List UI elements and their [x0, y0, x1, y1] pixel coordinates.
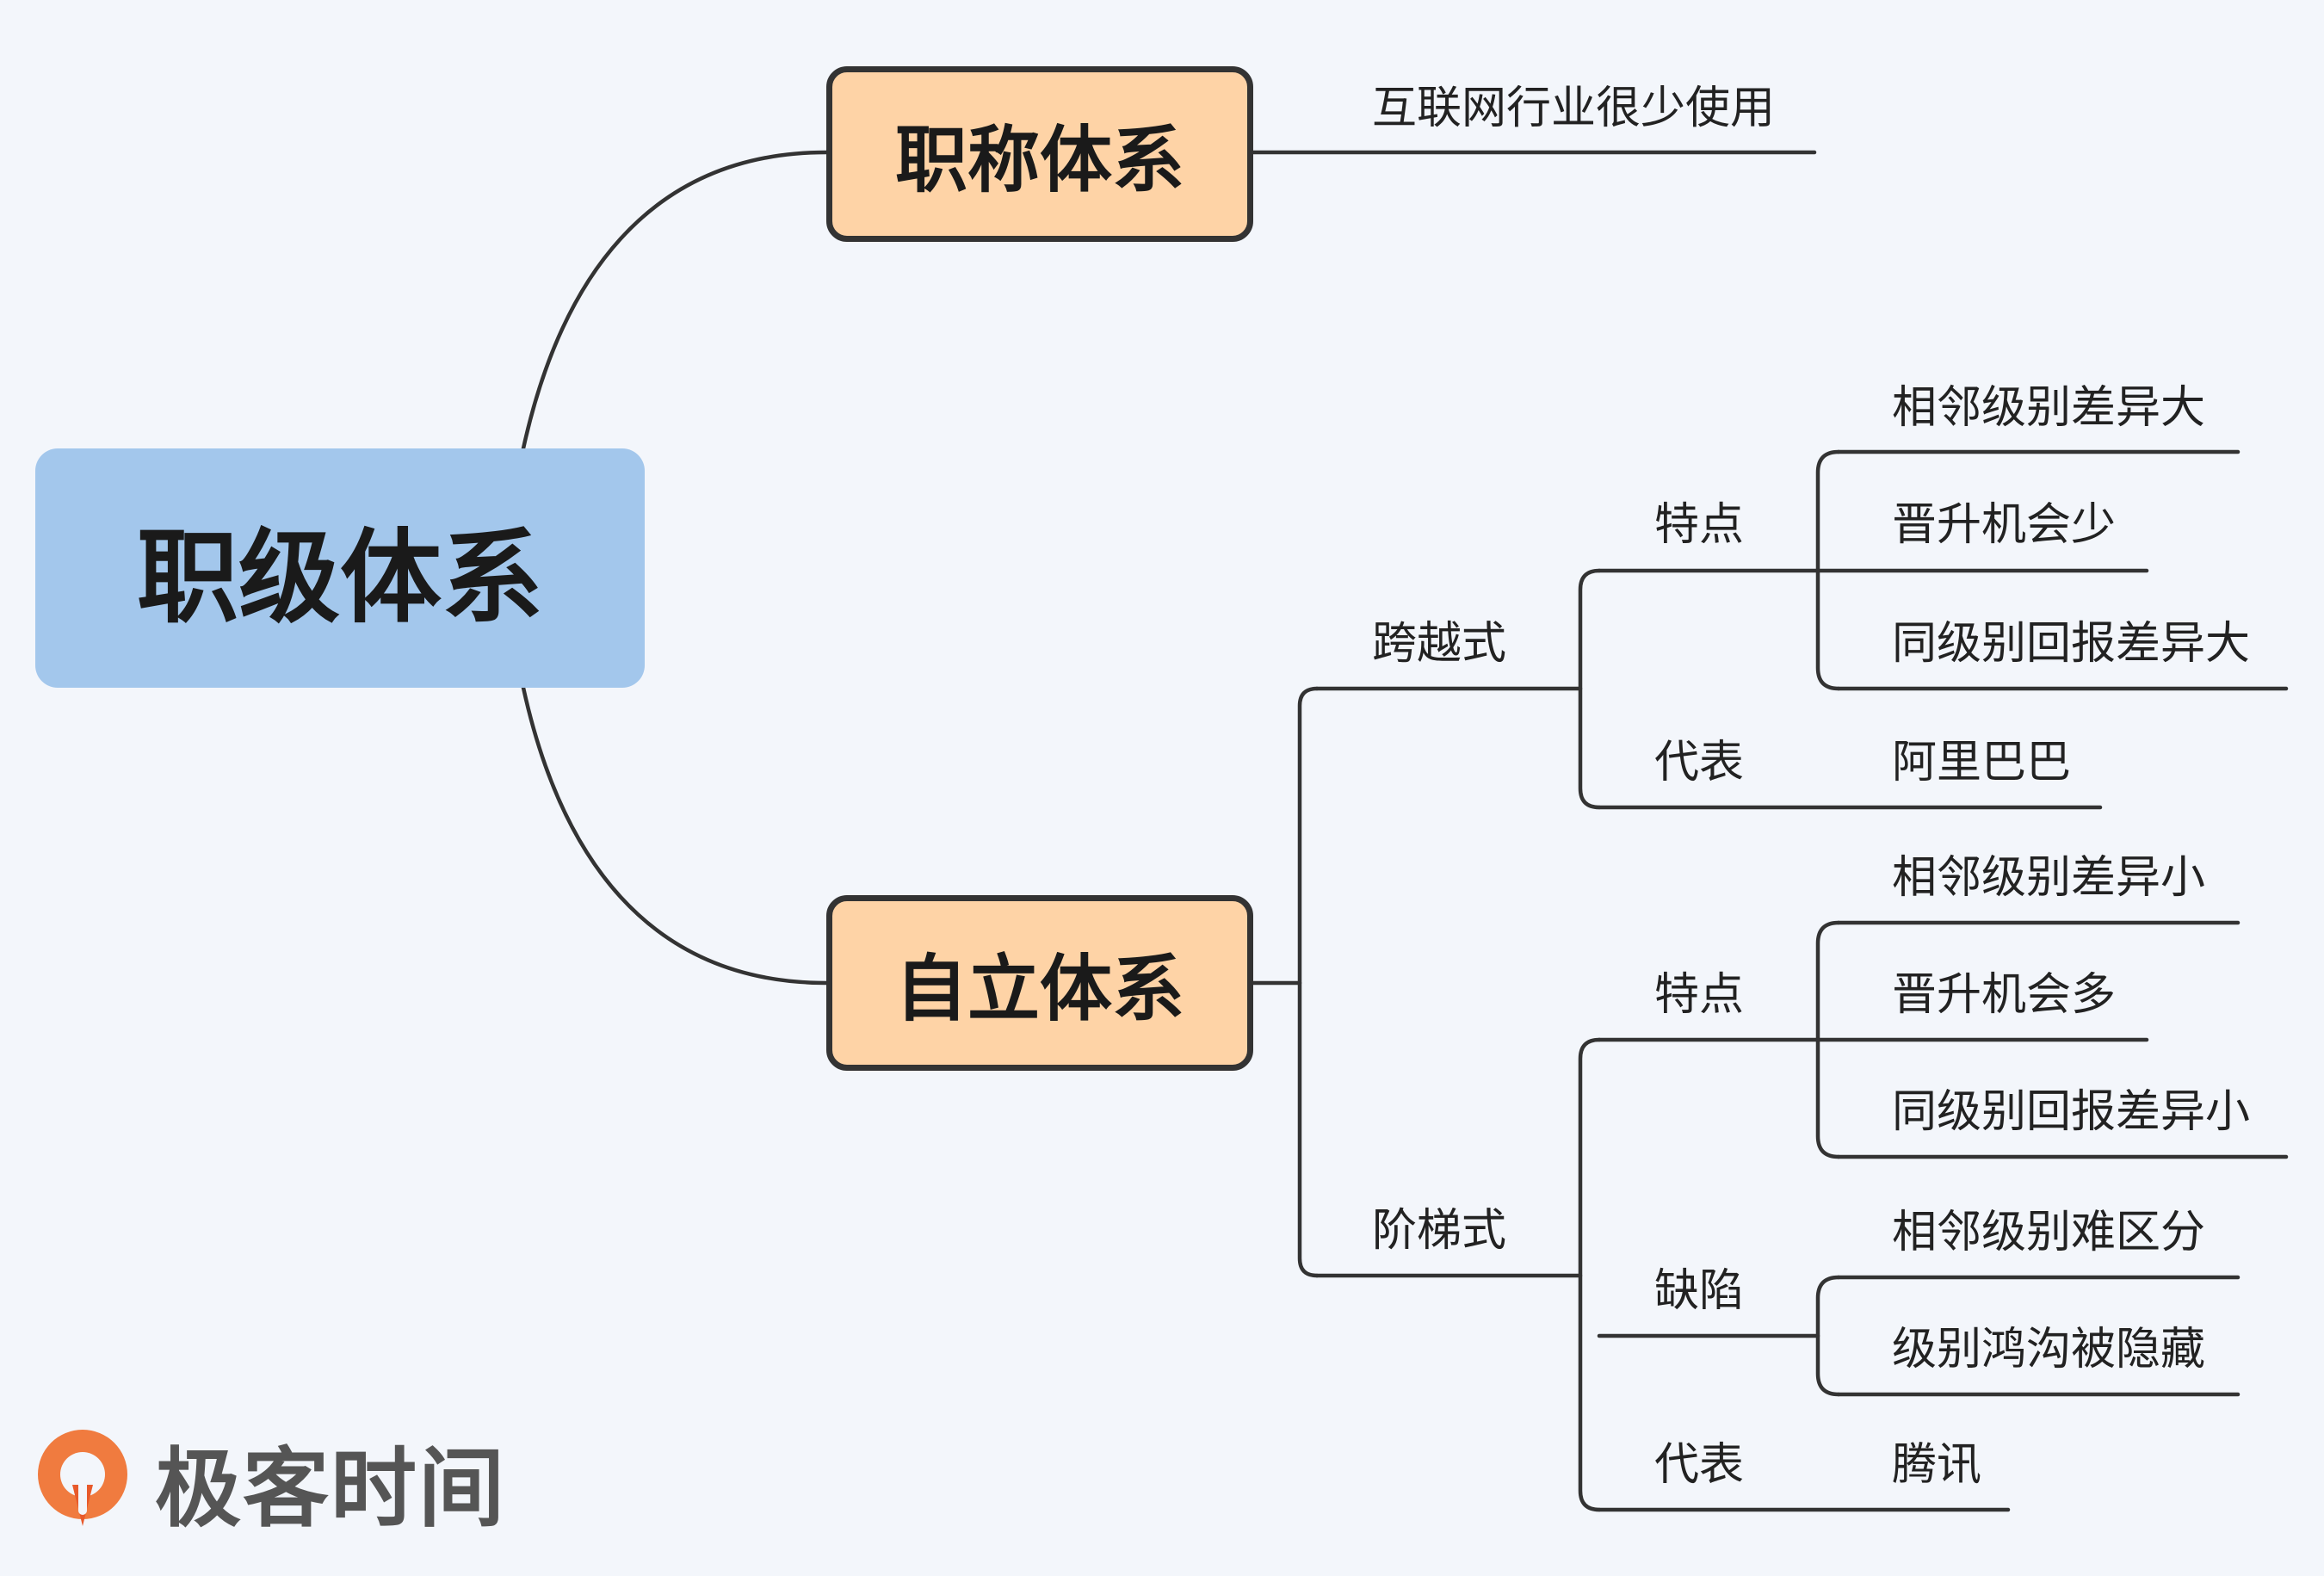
connector-zili-vertical	[1297, 686, 1320, 1278]
kuayue-traits-label[interactable]: 特点	[1654, 499, 1745, 551]
kuayue-rep-label[interactable]: 代表	[1654, 737, 1745, 788]
jieti-trait-1[interactable]: 相邻级别差异小	[1892, 852, 2206, 904]
zhicheng-note[interactable]: 互联网行业很少使用	[1372, 83, 1776, 134]
jieti-rep[interactable]: 腾讯	[1892, 1439, 1982, 1491]
jieti-rep-label[interactable]: 代表	[1654, 1439, 1745, 1491]
geektime-logo-text: 极客时间	[155, 1437, 506, 1539]
kuayue-trait-3[interactable]: 同级别回报差异大	[1892, 618, 2251, 670]
geektime-logo-icon	[38, 1430, 127, 1526]
root-node[interactable]: 职级体系	[35, 448, 645, 688]
kuayue-rep[interactable]: 阿里巴巴	[1892, 737, 2072, 788]
jieti-traits-label[interactable]: 特点	[1654, 969, 1745, 1021]
kuayue-trait-2[interactable]: 晋升机会少	[1892, 499, 2117, 551]
jieti-trait-3[interactable]: 同级别回报差异小	[1892, 1086, 2251, 1138]
connector-kuayue-vertical	[1578, 568, 1602, 810]
branch-zili-node[interactable]: 自立体系	[826, 895, 1253, 1071]
connector-root-zili	[521, 685, 829, 986]
connector-jieti-vertical	[1578, 1037, 1602, 1512]
kuayue-label[interactable]: 跨越式	[1372, 618, 1507, 670]
jieti-label[interactable]: 阶梯式	[1372, 1205, 1507, 1257]
kuayue-trait-1[interactable]: 相邻级别差异大	[1892, 382, 2206, 434]
connector-root-zhicheng	[521, 150, 829, 451]
jieti-trait-2[interactable]: 晋升机会多	[1892, 969, 2117, 1021]
connector-jieti-defects-vertical	[1815, 1275, 1841, 1397]
jieti-defect-1[interactable]: 相邻级别难区分	[1892, 1207, 2206, 1258]
geektime-logo: 极客时间	[31, 1420, 506, 1541]
jieti-defect-2[interactable]: 级别鸿沟被隐藏	[1892, 1324, 2206, 1375]
branch-zhicheng-node[interactable]: 职称体系	[826, 66, 1253, 242]
jieti-defects-label[interactable]: 缺陷	[1654, 1265, 1745, 1317]
